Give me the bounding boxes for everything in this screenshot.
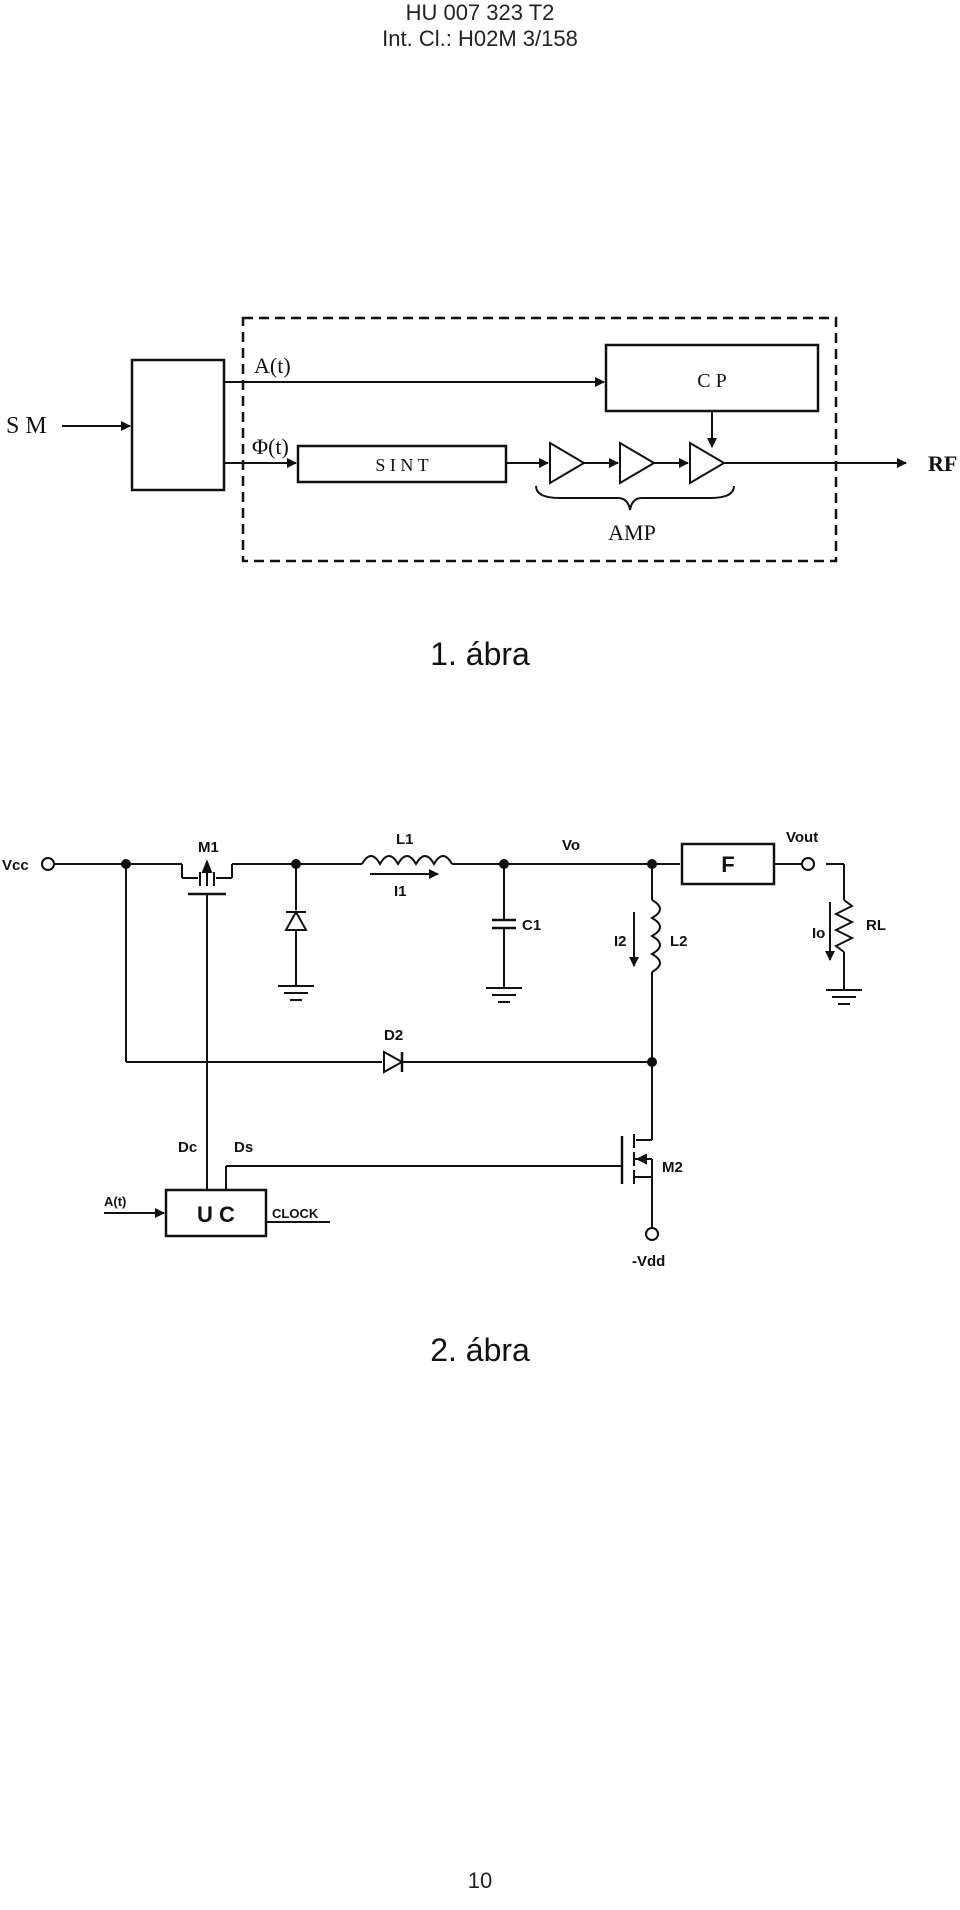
label-vout: Vout: [786, 829, 818, 846]
ground-symbol-rl: [826, 989, 862, 1005]
label-l2: L2: [670, 933, 688, 950]
classification: Int. Cl.: H02M 3/158: [382, 26, 578, 51]
vcc-terminal: [41, 857, 55, 871]
label-vo: Vo: [562, 837, 580, 854]
label-clock: CLOCK: [272, 1206, 319, 1221]
label-d2: D2: [384, 1027, 403, 1044]
label-phi-t: Φ(t): [252, 434, 289, 459]
label-vcc: Vcc: [2, 857, 29, 874]
dashed-enclosure: [241, 316, 838, 563]
label-sint: S I N T: [375, 455, 428, 475]
label-ds: Ds: [234, 1139, 253, 1156]
vdd-terminal: [645, 1227, 659, 1241]
label-a-t-2: A(t): [104, 1194, 126, 1209]
figure-1-block-diagram: [62, 316, 907, 563]
figure-2-circuit: [41, 842, 862, 1241]
freewheel-diode: [284, 864, 308, 986]
amp-brace: [535, 485, 735, 511]
amplifier-stage-2: [619, 441, 656, 485]
figure-1-caption: 1. ábra: [430, 636, 530, 672]
label-i1: I1: [394, 883, 407, 900]
label-f: F: [721, 852, 734, 877]
label-m2: M2: [662, 1159, 683, 1176]
ground-symbol-c1: [486, 987, 522, 1003]
label-cp: C P: [697, 370, 726, 392]
label-vdd: -Vdd: [632, 1253, 665, 1270]
figure-2-labels: Vcc M1 L1 I1 Vo F Vout C1 I2 L2 Io RL D2…: [2, 829, 886, 1270]
label-sm: S M: [6, 413, 47, 439]
page-number: 10: [467, 1868, 493, 1893]
d2-diode: [383, 1050, 405, 1074]
amplifier-stage-3: [689, 441, 726, 485]
label-rl: RL: [866, 917, 886, 934]
label-m1: M1: [198, 839, 219, 856]
ground-symbol-diode: [278, 985, 314, 1001]
label-rf: RF: [928, 451, 957, 476]
label-i2: I2: [614, 933, 627, 950]
document-number: HU 007 323 T2: [405, 0, 555, 25]
figure-2-caption: 2. ábra: [430, 1332, 530, 1368]
figure-1-labels: S M A(t) Φ(t) C P S I N T AMP RF: [6, 353, 957, 545]
vout-terminal: [801, 857, 815, 871]
uc-box: [164, 1188, 268, 1238]
label-c1: C1: [522, 917, 541, 934]
m1-transistor: [181, 859, 233, 1190]
label-a-t: A(t): [254, 353, 291, 378]
l2-inductor: [649, 899, 661, 973]
amplifier-stage-1: [549, 441, 586, 485]
label-io: Io: [812, 925, 825, 942]
label-l1: L1: [396, 831, 414, 848]
m2-transistor: [620, 1134, 653, 1228]
rl-resistor: [833, 899, 855, 953]
c1-capacitor: [492, 864, 516, 988]
l1-inductor: [361, 855, 453, 867]
label-uc: U C: [197, 1202, 235, 1227]
modulator-box: [130, 358, 226, 492]
label-amp: AMP: [608, 520, 656, 545]
label-dc: Dc: [178, 1139, 197, 1156]
